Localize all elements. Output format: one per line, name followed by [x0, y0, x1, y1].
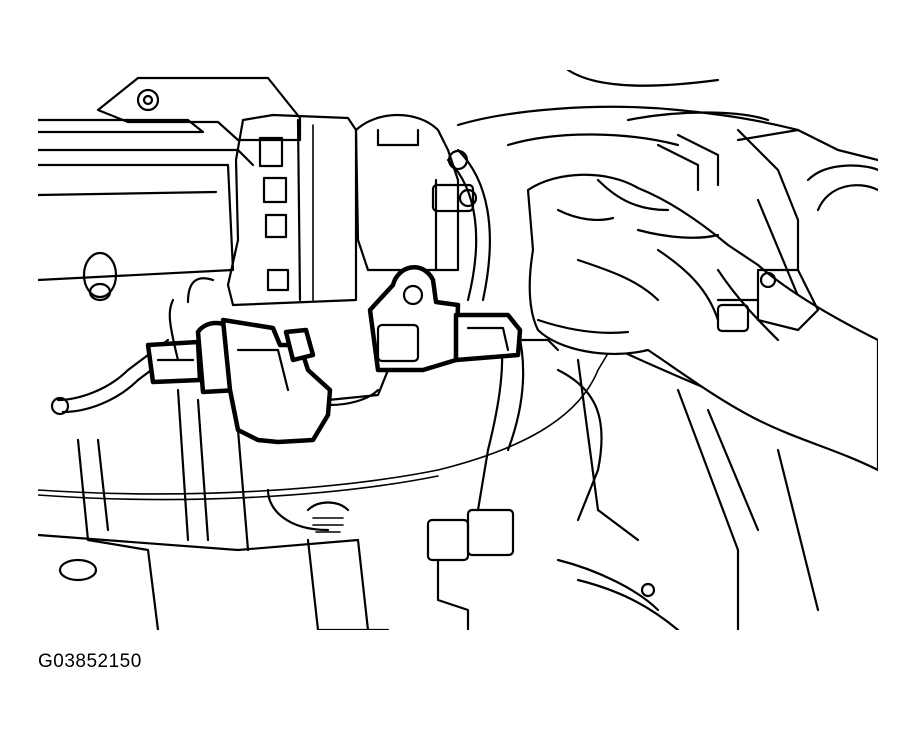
- engine-bay-line-drawing: [38, 70, 878, 630]
- highlighted-vacuum-valve-left: [145, 317, 333, 445]
- figure-code-label: G03852150: [38, 651, 142, 672]
- gloved-hand: [526, 173, 878, 472]
- highlighted-vacuum-valve-right: [326, 265, 523, 402]
- vacuum-hoses: [168, 277, 560, 407]
